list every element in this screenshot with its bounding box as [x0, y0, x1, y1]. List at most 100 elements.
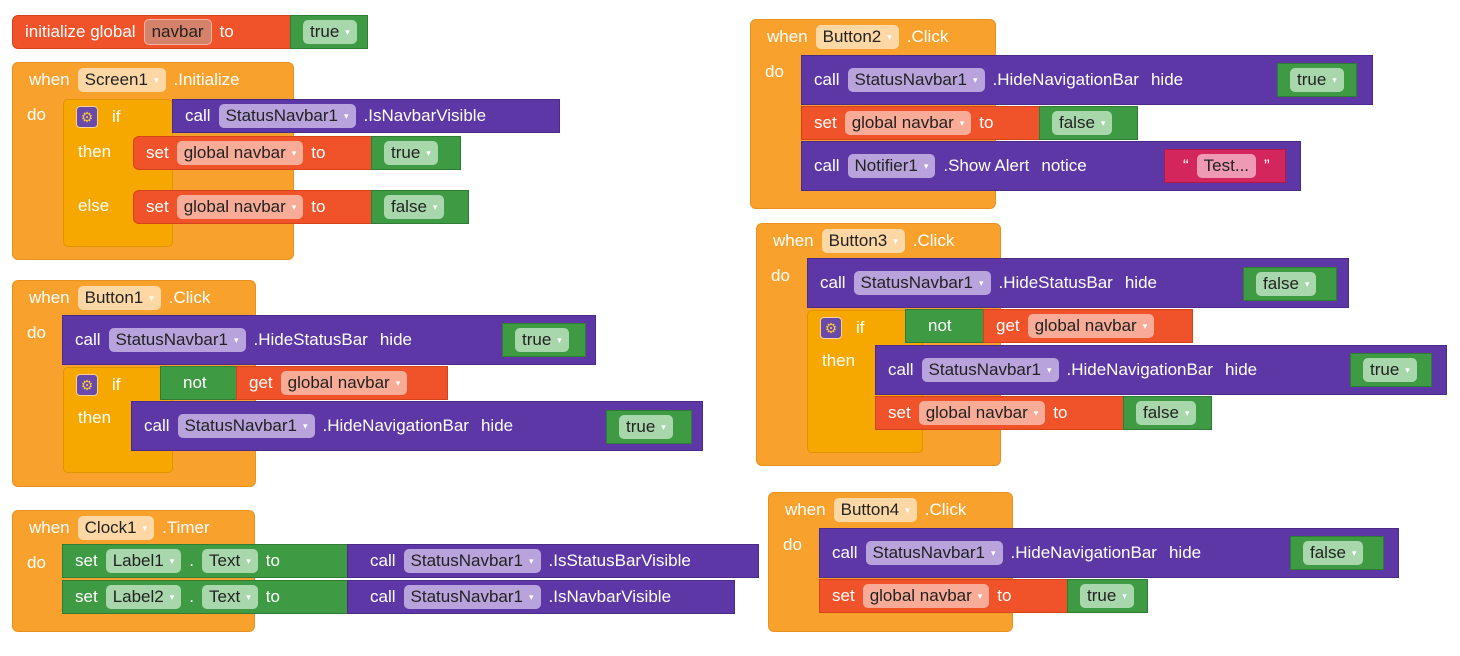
boolean-dropdown[interactable]: false▾ [384, 195, 445, 219]
variable-name: global navbar [925, 403, 1028, 422]
component-dropdown[interactable]: Button3▾ [821, 229, 905, 253]
boolean-true-block[interactable]: true▾ [1350, 353, 1432, 387]
component-dropdown[interactable]: Clock1 ▾ [77, 516, 155, 540]
boolean-dropdown[interactable]: true▾ [619, 415, 673, 439]
component-dropdown[interactable]: StatusNavbar1▾ [218, 104, 356, 128]
dropdown-arrow-icon: ▾ [426, 147, 431, 158]
property-name: Text [209, 587, 241, 606]
not-block[interactable]: not [905, 309, 985, 343]
dropdown-arrow-icon: ▾ [302, 420, 308, 431]
set-global-navbar-block[interactable]: set global navbar▾ to [133, 190, 373, 224]
event-name: .Click [912, 231, 955, 250]
is-navbar-visible-call[interactable]: call StatusNavbar1▾ .IsNavbarVisible [347, 580, 735, 614]
param-label: notice [1041, 156, 1087, 175]
boolean-dropdown[interactable]: false▾ [1052, 111, 1113, 135]
boolean-dropdown[interactable]: true▾ [1080, 584, 1134, 608]
component-dropdown[interactable]: Button2▾ [815, 25, 899, 49]
component-name: Clock1 [84, 518, 137, 537]
text-field[interactable]: Test... [1196, 154, 1257, 178]
boolean-dropdown[interactable]: false▾ [1136, 401, 1197, 425]
component-dropdown[interactable]: Label1▾ [105, 549, 182, 573]
component-dropdown[interactable]: Label2▾ [105, 585, 182, 609]
dropdown-arrow-icon: ▾ [291, 147, 297, 158]
boolean-true-block[interactable]: true▾ [371, 136, 461, 170]
boolean-dropdown[interactable]: true▾ [384, 141, 438, 165]
set-global-navbar-block[interactable]: set global navbar▾ to [801, 106, 1041, 140]
boolean-value: true [1297, 70, 1327, 89]
component-dropdown[interactable]: StatusNavbar1▾ [865, 541, 1003, 565]
component-dropdown[interactable]: Button4▾ [833, 498, 917, 522]
property-dropdown[interactable]: Text▾ [202, 549, 258, 573]
variable-dropdown[interactable]: global navbar▾ [1027, 314, 1155, 338]
gear-icon[interactable]: ⚙ [76, 106, 98, 128]
variable-dropdown[interactable]: global navbar▾ [176, 141, 304, 165]
component-dropdown[interactable]: StatusNavbar1▾ [403, 585, 541, 609]
dropdown-arrow-icon: ▾ [169, 591, 175, 602]
to-label: to [265, 551, 280, 570]
component-dropdown[interactable]: StatusNavbar1▾ [921, 358, 1059, 382]
boolean-true-block[interactable]: true▾ [502, 323, 586, 357]
dropdown-arrow-icon: ▾ [246, 555, 251, 566]
get-global-navbar-block[interactable]: get global navbar▾ [983, 309, 1193, 343]
variable-dropdown[interactable]: global navbar▾ [280, 371, 408, 395]
boolean-true-block[interactable]: true▾ [1277, 63, 1357, 97]
event-name: .Click [906, 27, 949, 46]
do-label: do [27, 105, 46, 124]
boolean-false-block[interactable]: false▾ [1039, 106, 1138, 140]
component-dropdown[interactable]: Screen1▾ [77, 68, 166, 92]
do-label: do [27, 323, 46, 342]
boolean-dropdown[interactable]: true▾ [1363, 358, 1417, 382]
component-dropdown[interactable]: Button1▾ [77, 286, 161, 310]
text-string-block[interactable]: “ Test... ” [1164, 149, 1286, 183]
when-label: when [785, 500, 826, 519]
boolean-false-block[interactable]: false▾ [1290, 536, 1384, 570]
boolean-dropdown[interactable]: false▾ [1303, 541, 1364, 565]
gear-icon[interactable]: ⚙ [820, 317, 842, 339]
variable-dropdown[interactable]: global navbar▾ [844, 111, 972, 135]
variable-dropdown[interactable]: global navbar ▾ [862, 584, 990, 608]
property-dropdown[interactable]: Text▾ [202, 585, 258, 609]
dropdown-arrow-icon: ▾ [977, 590, 983, 601]
boolean-false-block[interactable]: false▾ [371, 190, 469, 224]
if-else-block[interactable]: ⚙ if then else [63, 99, 173, 247]
gear-icon[interactable]: ⚙ [76, 374, 98, 396]
boolean-true-block[interactable]: true▾ [290, 15, 368, 49]
boolean-dropdown[interactable]: true▾ [1290, 68, 1344, 92]
method-name: .HideStatusBar [253, 330, 368, 349]
variable-dropdown[interactable]: global navbar▾ [176, 195, 304, 219]
dropdown-arrow-icon: ▾ [142, 522, 148, 533]
component-dropdown[interactable]: StatusNavbar1▾ [847, 68, 985, 92]
if-label: if [112, 375, 121, 394]
set-global-navbar-block[interactable]: set global navbar▾ to [819, 579, 1069, 613]
component-dropdown[interactable]: StatusNavbar1▾ [853, 271, 991, 295]
boolean-dropdown[interactable]: false▾ [1256, 272, 1317, 296]
component-dropdown[interactable]: StatusNavbar1▾ [403, 549, 541, 573]
set-label1-text-block[interactable]: set Label1▾ . Text▾ to [62, 544, 348, 578]
boolean-dropdown[interactable]: true▾ [515, 328, 569, 352]
when-label: when [29, 70, 70, 89]
param-label: hide [1150, 70, 1184, 89]
variable-name-field[interactable]: navbar [143, 19, 212, 45]
get-label: get [996, 316, 1020, 335]
method-name: .HideNavigationBar [322, 416, 469, 435]
component-dropdown[interactable]: StatusNavbar1▾ [177, 414, 315, 438]
set-global-navbar-block[interactable]: set global navbar▾ to [133, 136, 373, 170]
variable-dropdown[interactable]: global navbar▾ [918, 401, 1046, 425]
boolean-true-block[interactable]: true▾ [606, 410, 692, 444]
method-name: .HideNavigationBar [1010, 543, 1157, 562]
not-block[interactable]: not [160, 366, 240, 400]
boolean-false-block[interactable]: false▾ [1243, 267, 1337, 301]
is-status-bar-visible-call[interactable]: call StatusNavbar1▾ .IsStatusBarVisible [347, 544, 759, 578]
set-label2-text-block[interactable]: set Label2▾ . Text▾ to [62, 580, 348, 614]
variable-name: global navbar [869, 586, 972, 605]
then-label: then [78, 142, 112, 161]
component-dropdown[interactable]: StatusNavbar1▾ [108, 328, 246, 352]
component-dropdown[interactable]: Notifier1▾ [847, 154, 936, 178]
boolean-true-block[interactable]: true▾ [1067, 579, 1148, 613]
is-navbar-visible-call[interactable]: call StatusNavbar1▾ .IsNavbarVisible [172, 99, 560, 133]
boolean-dropdown[interactable]: true▾ [303, 20, 357, 44]
get-global-navbar-block[interactable]: get global navbar▾ [236, 366, 448, 400]
set-global-navbar-block[interactable]: set global navbar▾ to [875, 396, 1125, 430]
component-name: StatusNavbar1 [860, 273, 973, 292]
boolean-false-block[interactable]: false▾ [1123, 396, 1212, 430]
